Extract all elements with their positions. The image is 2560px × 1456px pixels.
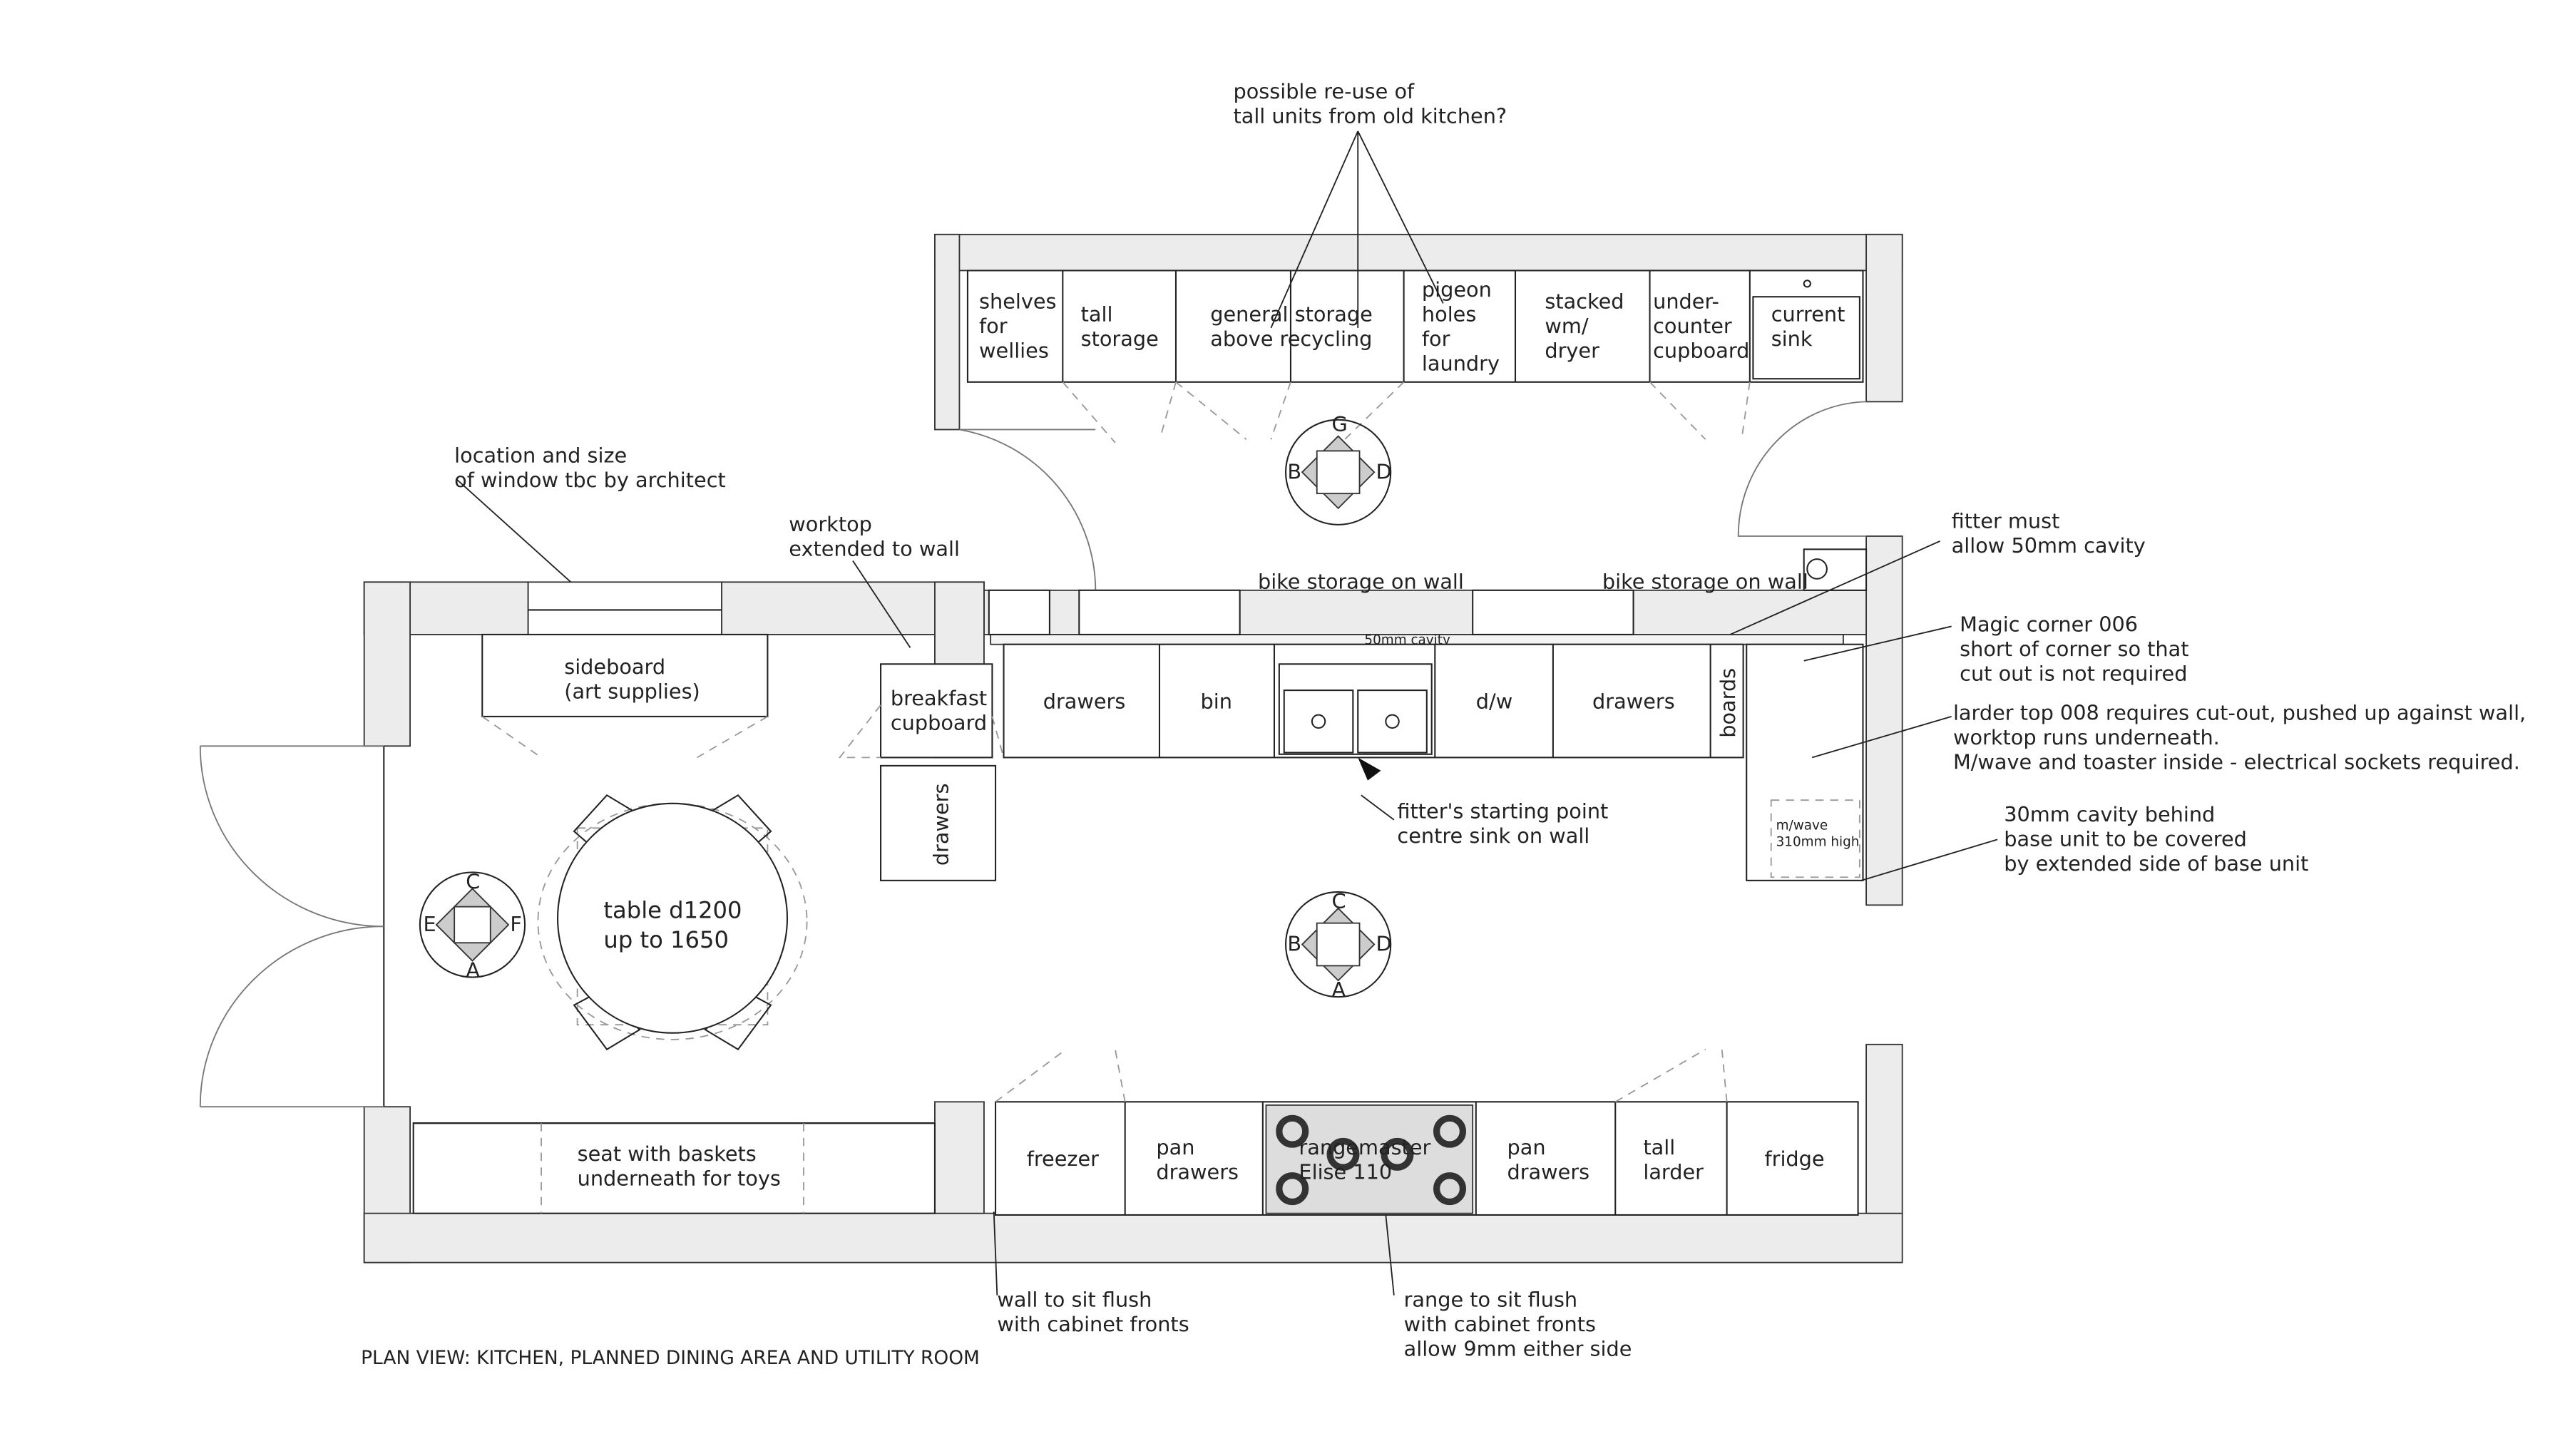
svg-text:B: B (1287, 932, 1301, 956)
larder-unit (1746, 643, 1864, 881)
unit-label: boards (1716, 668, 1740, 738)
svg-text:A: A (1331, 978, 1346, 1002)
viewpoint-marker: C E F A (419, 869, 526, 983)
mwave-label: 310mm high (1776, 835, 1860, 850)
doors (199, 401, 1867, 1108)
unit-label: drawers (928, 784, 953, 866)
dining-table (557, 802, 789, 1034)
svg-text:E: E (423, 912, 436, 936)
unit-label: d/w (1476, 689, 1512, 713)
note-larder: larder top 008 requires cut-out, pushed … (1953, 701, 2526, 774)
bike-storage-label: bike storage on wall (1258, 570, 1464, 594)
svg-text:C: C (466, 869, 480, 893)
svg-text:A: A (466, 958, 480, 983)
unit-label: freezer (1027, 1147, 1099, 1171)
svg-text:F: F (510, 912, 522, 936)
unit-label: drawers (1043, 689, 1126, 713)
current-sink (1752, 296, 1860, 380)
sideboard-label: sideboard(art supplies) (564, 655, 700, 703)
unit-label: drawers (1592, 689, 1675, 713)
svg-text:B: B (1287, 459, 1301, 483)
unit-label: bin (1200, 689, 1232, 713)
arrow-icon (1358, 757, 1381, 781)
kitchen-top-run: 50mm cavity drawers bin d/w drawers boar… (838, 548, 1868, 881)
bike-storage-label: bike storage on wall (1602, 570, 1808, 594)
viewpoint-marker: C B D A (1285, 889, 1392, 1002)
plan-title: PLAN VIEW: KITCHEN, PLANNED DINING AREA … (361, 1347, 980, 1369)
viewpoint-marker: G B D (1285, 412, 1392, 526)
svg-text:D: D (1376, 459, 1392, 483)
svg-text:C: C (1331, 889, 1346, 913)
unit-label: fridge (1765, 1147, 1825, 1171)
svg-text:D: D (1376, 932, 1392, 956)
svg-text:G: G (1331, 412, 1347, 436)
walls (363, 233, 1903, 1263)
mwave-label: m/wave (1776, 819, 1828, 834)
